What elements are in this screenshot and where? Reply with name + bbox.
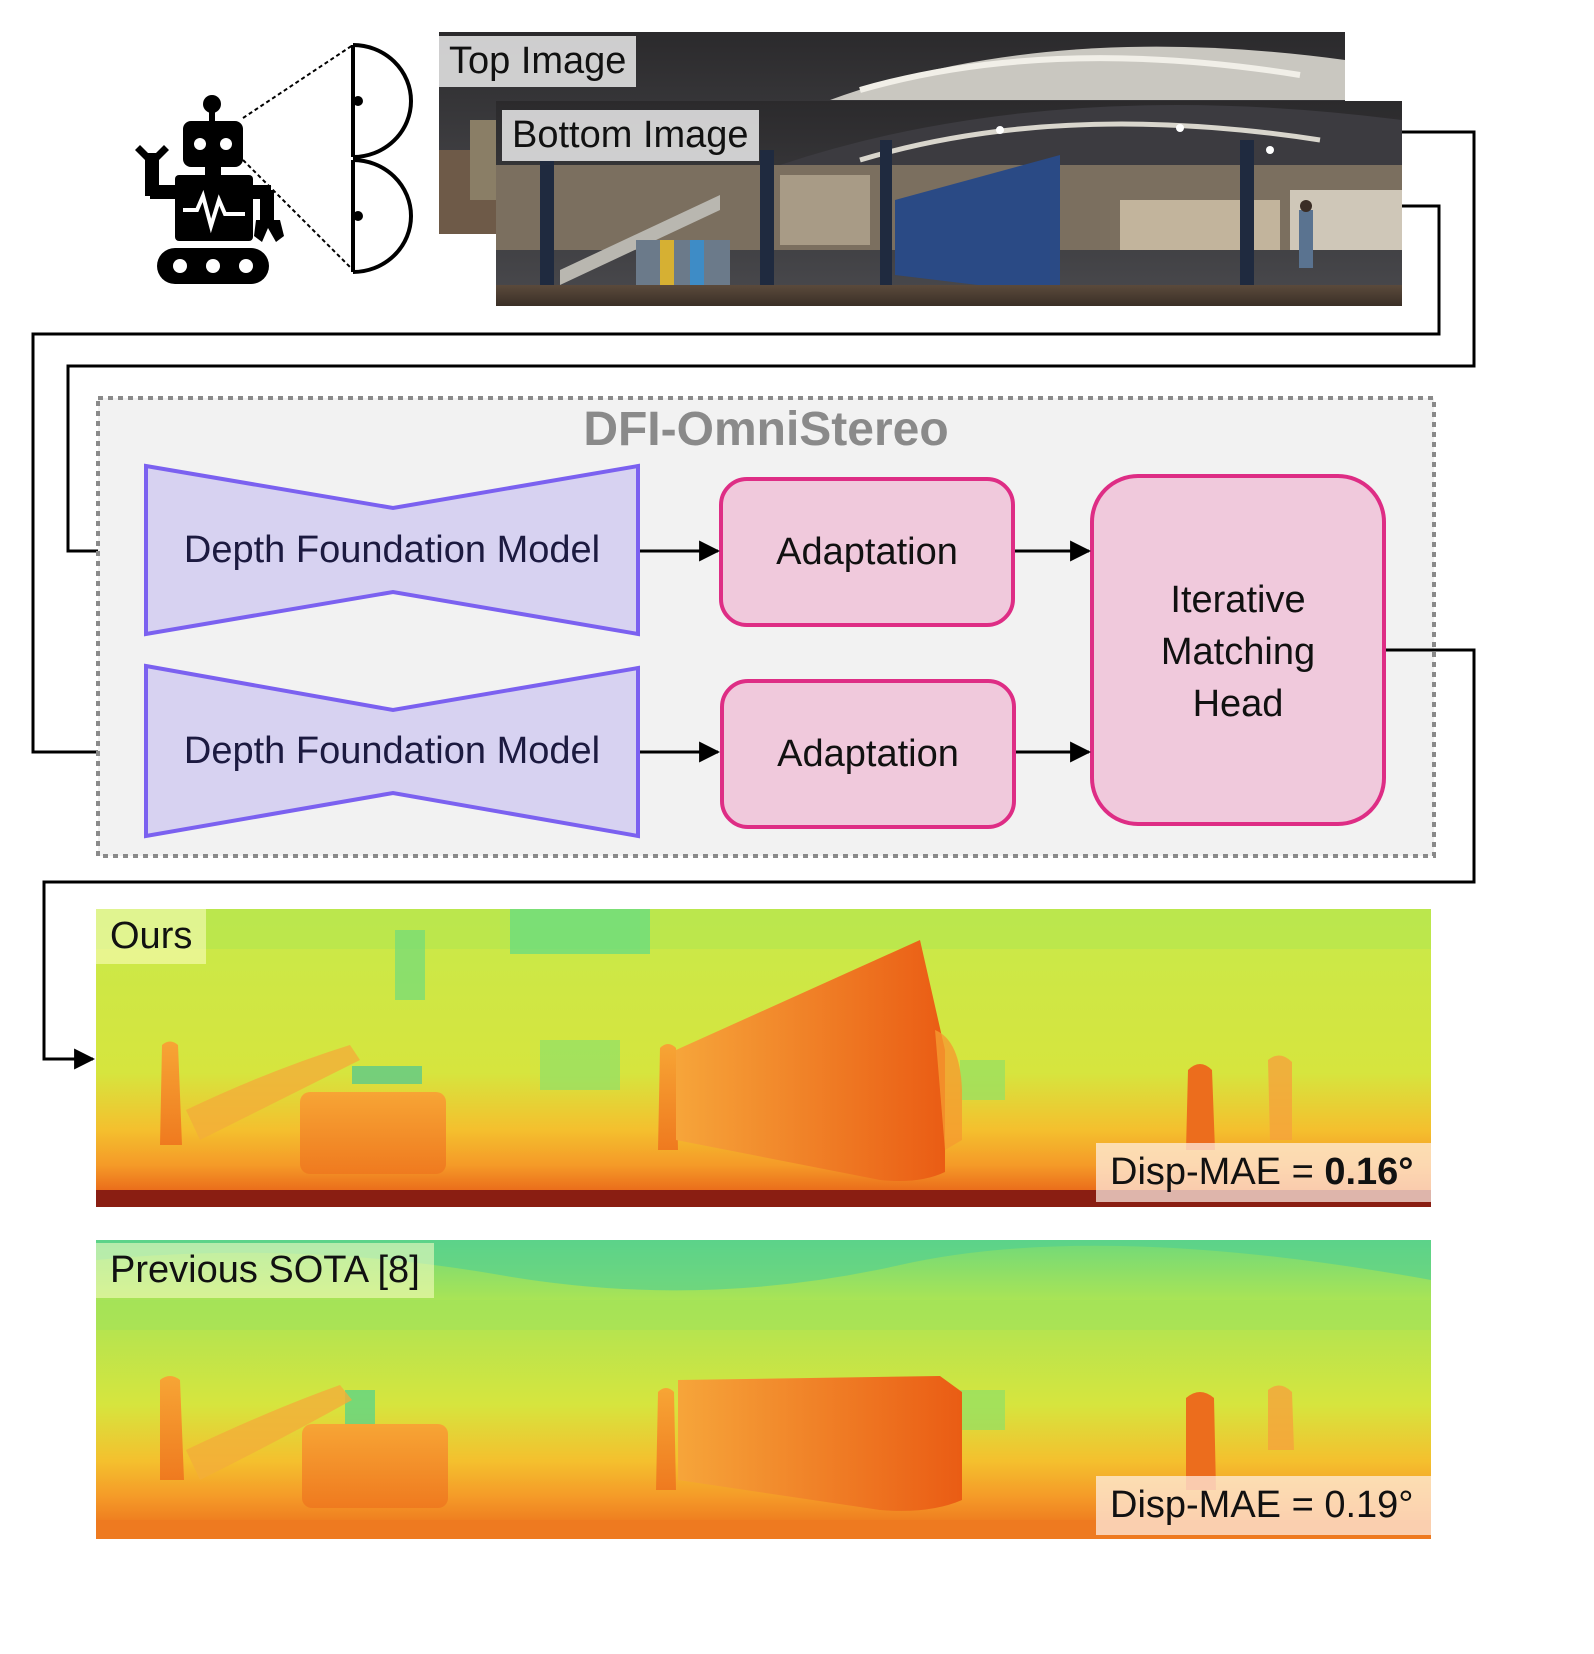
adaptation-bottom-label: Adaptation <box>777 732 959 775</box>
fisheye-camera-icon <box>242 43 413 274</box>
top-image-label: Top Image <box>439 36 637 87</box>
adaptation-top-label: Adaptation <box>776 530 958 573</box>
bottom-image <box>496 101 1402 306</box>
matching-head-line-2: Matching <box>1160 631 1316 673</box>
top-input-arrow <box>66 130 1476 562</box>
ours-metric: Disp-MAE = 0.16° <box>1096 1143 1431 1202</box>
matching-head-shape <box>1090 474 1386 826</box>
model-title: DFI-OmniStereo <box>583 403 949 456</box>
adaptation-bottom-shape <box>720 679 1016 829</box>
previous-label: Previous SOTA [8] <box>96 1243 434 1298</box>
encoder-bottom-label: Depth Foundation Model <box>183 729 601 772</box>
ours-metric-value: 0.16° <box>1324 1151 1414 1193</box>
ours-disparity-map <box>96 909 1431 1207</box>
bottom-input-arrow <box>31 204 1441 763</box>
previous-metric: Disp-MAE = 0.19° <box>1096 1476 1431 1535</box>
matching-head-line-3: Head <box>1192 683 1284 725</box>
encoder-top-shape <box>144 463 640 637</box>
robot-icon <box>135 95 284 284</box>
encoder-top-label: Depth Foundation Model <box>183 528 601 571</box>
ours-metric-prefix: Disp-MAE = <box>1110 1151 1325 1193</box>
matching-head-line-1: Iterative <box>1170 579 1306 621</box>
bottom-image-label: Bottom Image <box>502 110 759 161</box>
previous-metric-value: 0.19° <box>1324 1484 1414 1526</box>
encoder-bottom-shape <box>144 663 640 839</box>
previous-metric-prefix: Disp-MAE = <box>1110 1484 1325 1526</box>
matching-head-label: Iterative Matching Head <box>1092 574 1384 730</box>
output-arrow <box>42 648 1476 1070</box>
ours-label: Ours <box>96 909 207 964</box>
adaptation-top-shape <box>719 477 1015 627</box>
